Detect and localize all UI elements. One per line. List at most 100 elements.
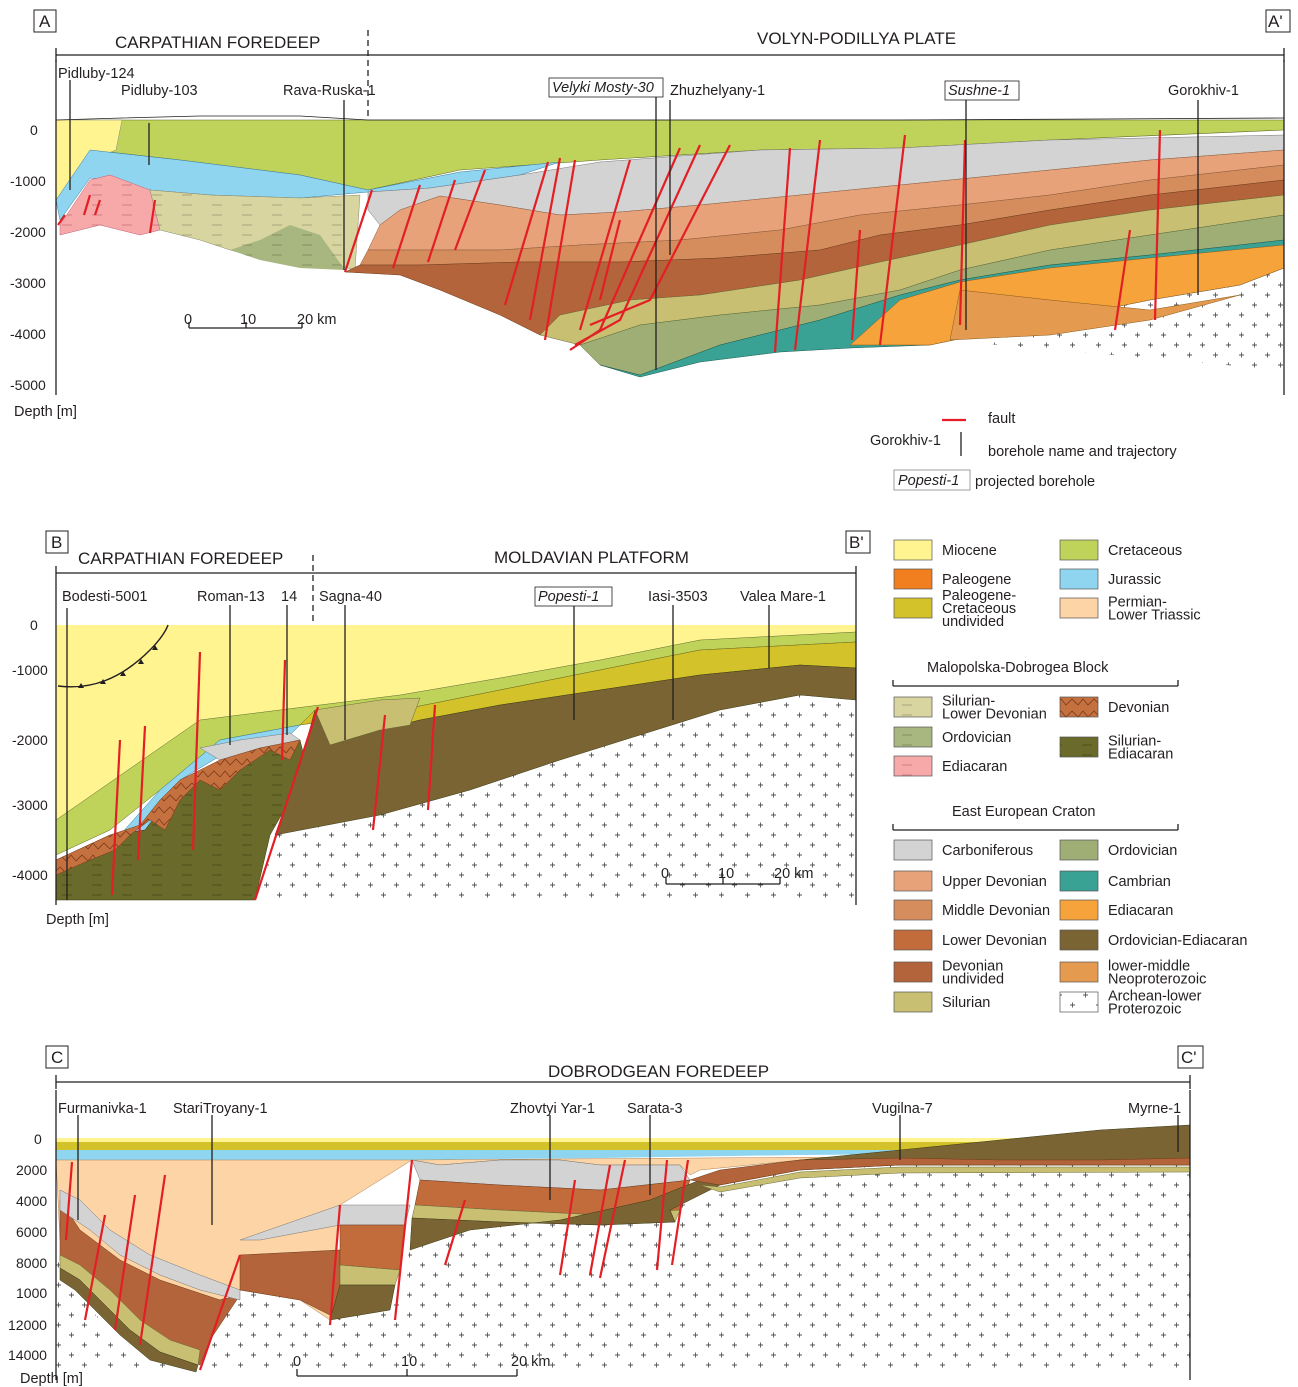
section-a-start-label: A: [39, 12, 51, 31]
b-tick-4000: -4000: [12, 867, 48, 883]
legend-label-top-2: Paleogene: [942, 572, 1011, 588]
a-borehole-velyki-mosty: Velyki Mosty-30: [552, 80, 654, 96]
b-tick-0: 0: [30, 617, 38, 633]
borehole-symbol-label: borehole name and trajectory: [988, 444, 1177, 460]
legend-label-block-1: Devonian: [1108, 700, 1169, 716]
a-tick-3000: -3000: [10, 275, 46, 291]
a-tick-0: 0: [30, 122, 38, 138]
b-borehole-valea-mare: Valea Mare-1: [740, 589, 826, 605]
b-faults-east: [371, 704, 437, 831]
b-miocene: [56, 625, 856, 820]
legend-label-top-5: Permian-Lower Triassic: [1108, 595, 1201, 624]
b-borehole-sagna: Sagna-40: [319, 589, 382, 605]
section-a-end-label: A': [1268, 12, 1283, 31]
legend-label-craton-3: Cambrian: [1108, 874, 1171, 890]
c-basement: [56, 1125, 1190, 1370]
legend-swatch-craton-5: [1059, 899, 1099, 921]
a-depth-axis: [55, 60, 1285, 395]
b-devonian-block: [55, 739, 301, 876]
b-borehole-popesti: Popesti-1: [538, 589, 599, 605]
legend-label-block-4: Ediacaran: [942, 759, 1007, 775]
b-scale-bar: [665, 878, 781, 885]
a-faults-center-west: [343, 169, 487, 273]
legend-label-craton-5: Ediacaran: [1108, 903, 1173, 919]
legend-swatch-top-5: [1059, 597, 1099, 619]
b-tick-2000: -2000: [12, 732, 48, 748]
symbol-legend: fault Gorokhiv-1 borehole name and traje…: [870, 411, 1177, 491]
legend-label-top-3: Jurassic: [1108, 572, 1161, 588]
c-borehole-furmanivka: Furmanivka-1: [58, 1101, 147, 1117]
section-c-end-label: C': [1181, 1048, 1197, 1067]
a-depth-label: Depth [m]: [14, 404, 77, 420]
b-borehole-roman-13: Roman-13: [197, 589, 265, 605]
a-borehole-gorokhiv: Gorokhiv-1: [1168, 83, 1239, 99]
c-paleogene-cretaceous: [56, 1140, 1190, 1150]
legend-swatch-craton-9: [1059, 961, 1099, 983]
section-c-region: DOBRODGEAN FOREDEEP: [548, 1062, 769, 1081]
svg-text:0: 0: [293, 1354, 301, 1370]
legend-swatch-craton-8: [893, 961, 933, 983]
legend-swatch-craton-0: [893, 839, 933, 861]
c-ordovician-ediacaran-east: [409, 1124, 1191, 1251]
b-tick-1000: -1000: [12, 662, 48, 678]
section-a-region-right: VOLYN-PODILLYA PLATE: [757, 29, 956, 48]
legend-swatch-craton-7: [1059, 929, 1099, 951]
section-b-region-right: MOLDAVIAN PLATFORM: [494, 548, 689, 567]
a-neoproterozoic: [949, 289, 1241, 341]
c-fault-1: [198, 1254, 242, 1371]
a-borehole-pidluby-124: Pidluby-124: [58, 66, 135, 82]
section-b-end-label: B': [849, 533, 864, 552]
svg-text:10: 10: [718, 866, 734, 882]
section-c: C C' DOBRODGEAN FOREDEEP: [8, 1045, 1204, 1387]
a-borehole-zhuzhelyany: Zhuzhelyany-1: [670, 83, 765, 99]
a-borehole-rava-ruska: Rava-Ruska-1: [283, 83, 376, 99]
legend-swatch-top-0: [893, 539, 933, 561]
legend-swatch-craton-6: [893, 929, 933, 951]
a-faults-east: [773, 134, 907, 353]
c-tick-8000: 8000: [16, 1255, 47, 1271]
legend-label-craton-6: Lower Devonian: [942, 933, 1047, 949]
legend-swatch-block-2: [893, 726, 933, 748]
svg-text:0: 0: [184, 312, 192, 328]
c-fault-2: [328, 1204, 342, 1326]
legend-label-craton-2: Upper Devonian: [942, 874, 1047, 890]
c-ordovician-ediacaran-west: [59, 1267, 199, 1373]
section-b: B B' CARPATHIAN FOREDEEP MOLDAVIAN PLATF…: [12, 530, 871, 928]
legend-swatch-top-1: [1059, 539, 1099, 561]
c-fault-3: [393, 1159, 414, 1321]
section-a: A A' CARPATHIAN FOREDEEP VOLYN-PODILLYA …: [10, 9, 1291, 420]
svg-text:20 km: 20 km: [297, 312, 337, 328]
a-faults-center: [503, 157, 632, 341]
legend-swatch-top-4: [893, 597, 933, 619]
a-scale-bar: [188, 322, 303, 329]
a-tick-5000: -5000: [10, 377, 46, 393]
c-fault-4: [443, 1199, 467, 1266]
section-b-region-left: CARPATHIAN FOREDEEP: [78, 549, 283, 568]
c-lower-devonian-center: [339, 1224, 406, 1271]
c-tick-6000: 6000: [16, 1224, 47, 1240]
legend-swatch-craton-10: [893, 991, 933, 1013]
c-borehole-sarata: Sarata-3: [627, 1101, 683, 1117]
c-tick-0: 0: [34, 1131, 42, 1147]
b-borehole-14: 14: [281, 589, 297, 605]
legend-swatch-craton-11: [1059, 991, 1099, 1013]
b-tick-3000: -3000: [12, 797, 48, 813]
c-borehole-vugilna: Vugilna-7: [872, 1101, 933, 1117]
c-borehole-zhovtyi-yar: Zhovtyi Yar-1: [510, 1101, 595, 1117]
svg-text:0: 0: [661, 866, 669, 882]
legend-label-block-2: Ordovician: [942, 730, 1011, 746]
a-surface: [55, 115, 1285, 121]
legend-block-title: Malopolska-Dobrogea Block: [927, 660, 1109, 676]
legend-swatch-top-3: [1059, 568, 1099, 590]
legend-label-craton-10: Silurian: [942, 995, 990, 1011]
c-ordovician-ediacaran-center: [329, 1284, 396, 1321]
legend-label-craton-7: Ordovician-Ediacaran: [1108, 933, 1247, 949]
b-silurian: [314, 697, 421, 746]
b-main-fault: [253, 706, 320, 901]
c-miocene: [56, 1138, 1190, 1142]
c-tick-14000: 14000: [8, 1347, 47, 1363]
svg-text:20 km: 20 km: [511, 1354, 551, 1370]
